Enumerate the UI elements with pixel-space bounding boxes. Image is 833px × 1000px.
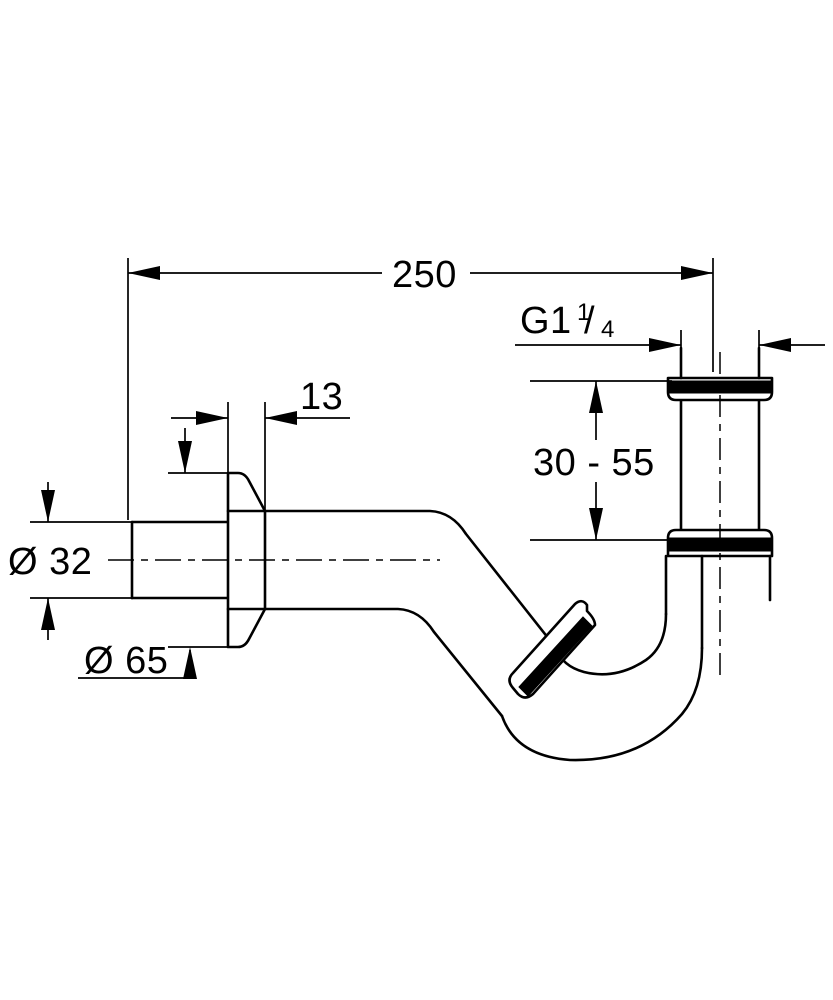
- arrow-250-right: [681, 266, 713, 280]
- dim-label-d65: Ø 65: [84, 640, 168, 682]
- dim-label-g114-denominator: 4: [601, 316, 614, 343]
- dim-label-d32: Ø 32: [8, 541, 92, 583]
- u-bend: [500, 612, 704, 762]
- part-geometry: [108, 346, 774, 762]
- dimension-overall-length: 250: [127, 254, 714, 520]
- arrow-3055-bottom: [589, 508, 603, 540]
- arrow-flange-top: [178, 441, 192, 473]
- riser-lower-stub: [664, 554, 772, 650]
- trap-body: [226, 509, 558, 718]
- arrow-13-left: [196, 411, 228, 425]
- dimension-vertical-range: 30 - 55: [530, 380, 672, 541]
- dimension-flange-diameter: Ø 65: [78, 640, 238, 682]
- dim-label-g114-numerator: 1: [577, 299, 590, 326]
- arrow-250-left: [128, 266, 160, 280]
- coupling-nut-upper[interactable]: [666, 376, 774, 402]
- dimension-thread-size: G1 1 / 4: [515, 299, 825, 378]
- flange-top-leader: [168, 428, 238, 474]
- arrow-g114-right: [759, 338, 791, 352]
- center-lines: [108, 352, 721, 680]
- dim-label-3055: 30 - 55: [533, 442, 655, 484]
- dim-label-13: 13: [300, 376, 343, 418]
- arrow-d65: [183, 647, 197, 679]
- dim-label-g114-main: G1: [520, 300, 572, 342]
- dim-label-g114-slash: /: [584, 300, 595, 342]
- arrow-13-right: [265, 411, 297, 425]
- dimension-pipe-diameter: Ø 32: [8, 482, 132, 640]
- arrow-3055-top: [589, 381, 603, 413]
- riser-pipe: [679, 396, 761, 534]
- arrow-d32-bottom: [41, 598, 55, 630]
- dimension-flange-offset: 13: [171, 376, 350, 520]
- arrow-d32-top: [41, 490, 55, 522]
- dim-label-250: 250: [392, 254, 457, 296]
- coupling-nut-diagonal[interactable]: [508, 599, 597, 699]
- arrow-g114-left: [649, 338, 681, 352]
